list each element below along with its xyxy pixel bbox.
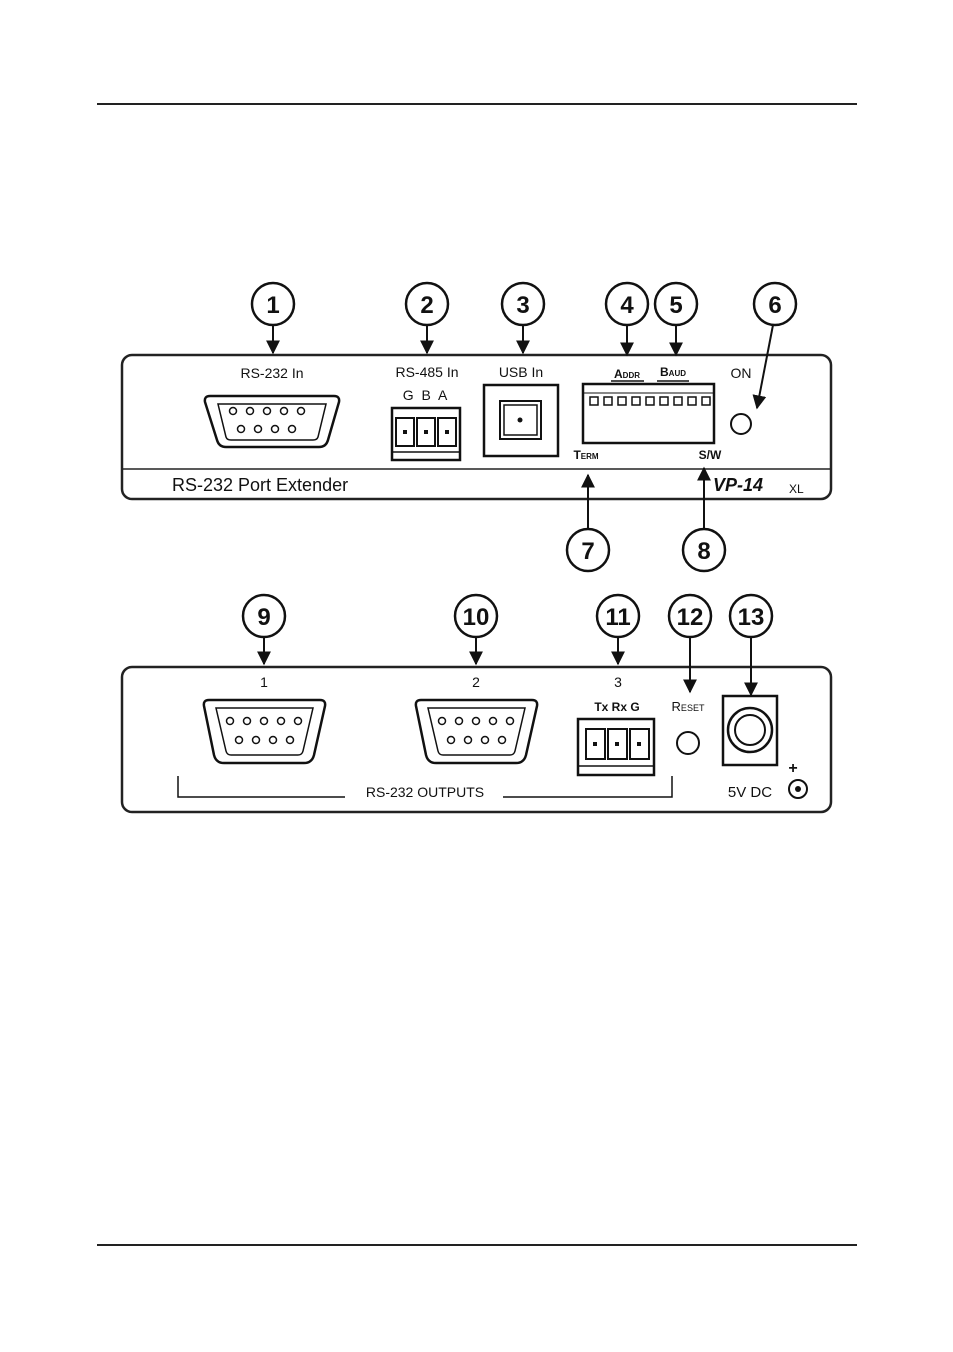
output-1-label: 1 xyxy=(260,674,268,690)
on-label: ON xyxy=(731,365,752,381)
output-3-label: 3 xyxy=(614,674,622,690)
rs232-outputs-label: RS-232 OUTPUTS xyxy=(366,784,484,800)
reset-button xyxy=(677,732,699,754)
power-label: 5V DC xyxy=(728,784,772,801)
on-led xyxy=(731,414,751,434)
svg-text:8: 8 xyxy=(697,538,710,565)
output-2-label: 2 xyxy=(472,674,480,690)
callout-2: 2 xyxy=(406,283,448,353)
rs485-terminal-block xyxy=(392,408,460,460)
svg-text:9: 9 xyxy=(257,604,270,631)
device-description: RS-232 Port Extender xyxy=(172,475,348,495)
callout-11: 11 xyxy=(597,595,639,664)
output-2-db9-connector xyxy=(416,700,537,763)
term-label: Term xyxy=(573,448,598,462)
rs232-in-label: RS-232 In xyxy=(240,365,303,381)
rs485-pin-labels: G B A xyxy=(403,387,450,403)
rs232-in-db9-connector xyxy=(205,396,339,447)
output-3-terminal-block xyxy=(578,719,654,775)
sw-label: S/W xyxy=(699,448,722,462)
callout-9: 9 xyxy=(243,595,285,664)
svg-text:10: 10 xyxy=(463,604,490,631)
dc-power-jack xyxy=(723,696,777,765)
svg-text:11: 11 xyxy=(605,604,630,631)
svg-text:12: 12 xyxy=(677,604,704,631)
usb-in-label: USB In xyxy=(499,364,543,380)
front-panel: 1 2 3 4 5 6 RS-232 In xyxy=(122,283,831,571)
svg-text:2: 2 xyxy=(420,292,433,319)
model-suffix: XL xyxy=(789,482,804,496)
svg-text:7: 7 xyxy=(581,538,594,565)
svg-text:3: 3 xyxy=(516,292,529,319)
callout-3: 3 xyxy=(502,283,544,353)
svg-text:6: 6 xyxy=(768,292,781,319)
polarity-icon xyxy=(789,780,807,798)
model-name: VP-14 xyxy=(713,475,763,495)
dip-switch-block xyxy=(583,384,714,443)
svg-text:13: 13 xyxy=(738,604,765,631)
addr-label: Addr xyxy=(614,367,640,381)
baud-label: Baud xyxy=(660,365,686,379)
usb-in-connector xyxy=(484,385,558,456)
svg-text:5: 5 xyxy=(669,292,682,319)
callout-10: 10 xyxy=(455,595,497,664)
rs485-in-label: RS-485 In xyxy=(395,364,458,380)
output-3-pin-labels: Tx Rx G xyxy=(594,700,639,714)
polarity-plus: + xyxy=(788,760,797,777)
callout-5: 5 xyxy=(655,283,697,355)
reset-label: Reset xyxy=(672,699,705,714)
svg-text:1: 1 xyxy=(266,292,279,319)
callout-4: 4 xyxy=(606,283,648,355)
output-1-db9-connector xyxy=(204,700,325,763)
svg-text:4: 4 xyxy=(620,292,634,319)
callout-1: 1 xyxy=(252,283,294,353)
rear-panel: 9 10 11 12 13 1 xyxy=(122,595,831,812)
